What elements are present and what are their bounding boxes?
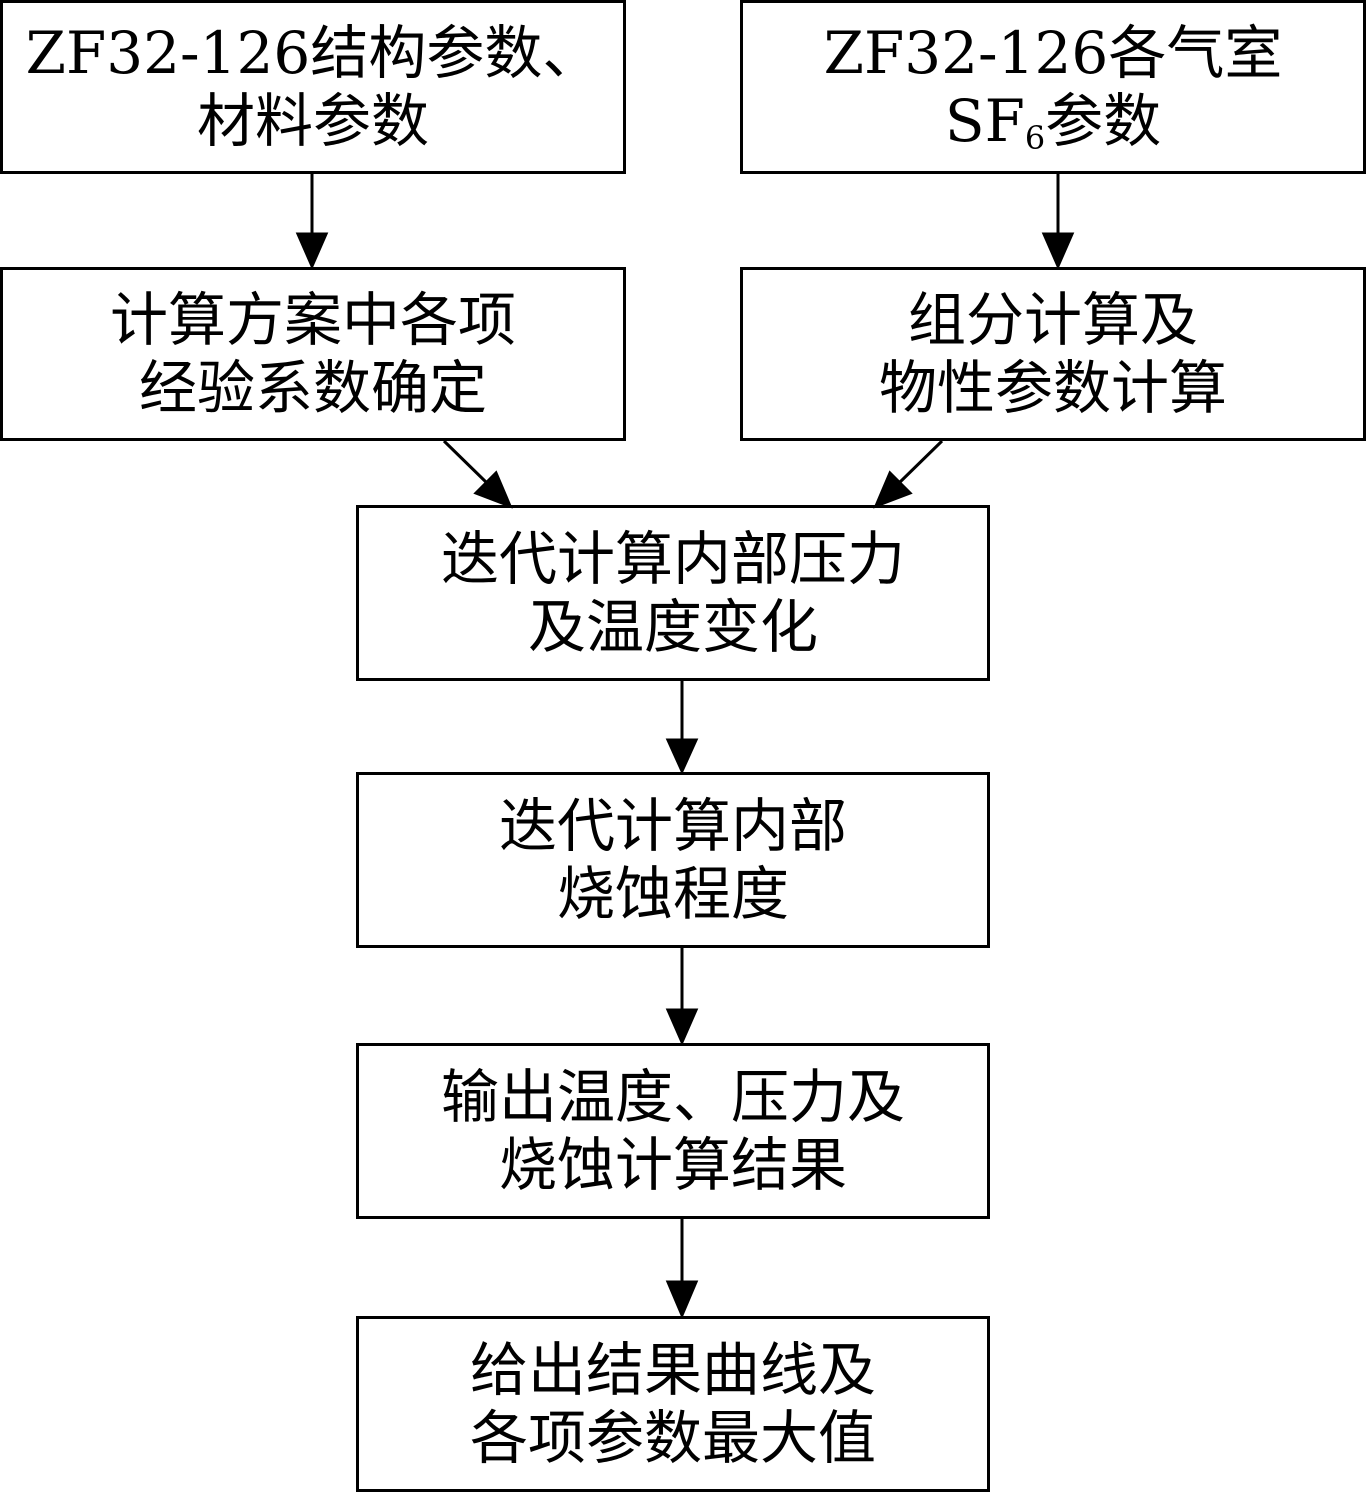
node-text-line: 经验系数确定 <box>138 354 487 422</box>
sf6-subscript: 6 <box>1024 118 1046 157</box>
node-text-line: ZF32-126结构参数、 <box>25 19 601 87</box>
sf6-formula: SF <box>944 87 1025 155</box>
node-text-line: 及温度变化 <box>527 593 818 661</box>
node-structure-material-params: ZF32-126结构参数、 材料参数 <box>0 0 626 174</box>
node-result-curves-max-values: 给出结果曲线及 各项参数最大值 <box>356 1316 990 1492</box>
node-iterate-pressure-temperature: 迭代计算内部压力 及温度变化 <box>356 505 990 681</box>
sf6-suffix: 参数 <box>1045 87 1162 155</box>
node-iterate-erosion: 迭代计算内部 烧蚀程度 <box>356 772 990 948</box>
arrow-composition-to-pressure <box>873 439 944 509</box>
node-output-results: 输出温度、压力及 烧蚀计算结果 <box>356 1043 990 1219</box>
node-text-line: 材料参数 <box>196 87 429 155</box>
node-text-line: 烧蚀程度 <box>556 860 789 928</box>
arrow-sf6-to-composition <box>1041 174 1075 270</box>
arrow-pressure-to-erosion <box>665 681 699 775</box>
node-text-line: 迭代计算内部 <box>498 792 847 860</box>
node-text-line: ZF32-126各气室 <box>823 19 1283 87</box>
node-text-line: 物性参数计算 <box>878 354 1227 422</box>
arrow-structure-to-coeff <box>295 174 329 270</box>
node-sf6-gas-params: ZF32-126各气室 SF6参数 <box>740 0 1366 174</box>
node-empirical-coefficients: 计算方案中各项 经验系数确定 <box>0 267 626 441</box>
node-text-line: 输出温度、压力及 <box>440 1063 905 1131</box>
node-text-line: 给出结果曲线及 <box>469 1336 876 1404</box>
node-text-line: 烧蚀计算结果 <box>498 1131 847 1199</box>
node-text-line: SF6参数 <box>945 87 1161 155</box>
node-text-line: 迭代计算内部压力 <box>440 525 905 593</box>
arrow-erosion-to-output <box>665 948 699 1046</box>
node-text-line: 各项参数最大值 <box>469 1404 876 1472</box>
arrow-coeff-to-pressure <box>442 439 513 509</box>
node-text-line: 组分计算及 <box>907 286 1198 354</box>
node-composition-property-calc: 组分计算及 物性参数计算 <box>740 267 1366 441</box>
node-text-line: 计算方案中各项 <box>109 286 516 354</box>
arrow-output-to-curves <box>665 1219 699 1319</box>
